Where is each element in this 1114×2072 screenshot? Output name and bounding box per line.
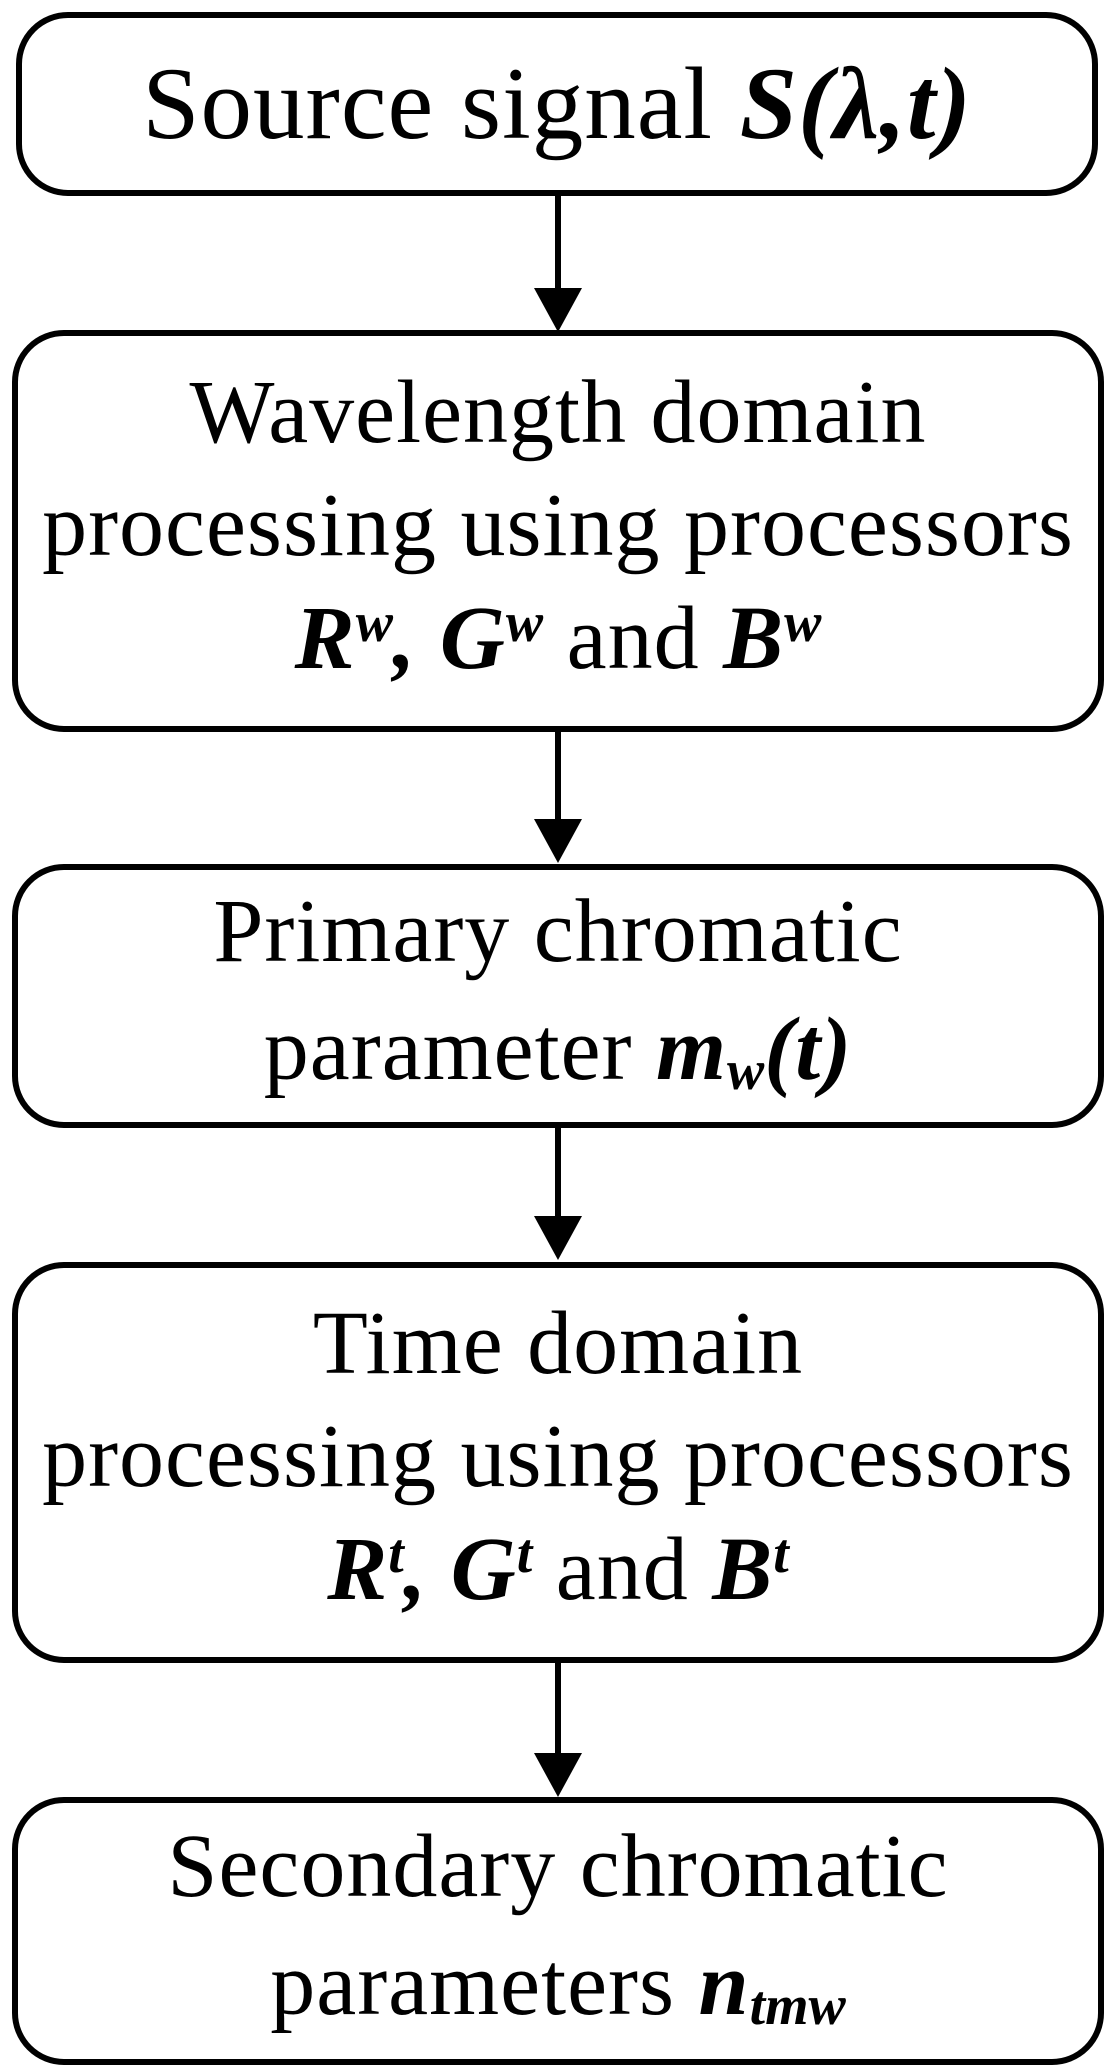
text-run: B bbox=[723, 588, 785, 688]
text-run: Time domain bbox=[312, 1294, 804, 1393]
arrowhead-down-icon bbox=[534, 1216, 582, 1260]
text-run: S(λ,t) bbox=[739, 46, 972, 161]
node-time-domain-processing: Time domain processing using processors … bbox=[12, 1262, 1104, 1663]
arrowhead-down-icon bbox=[534, 288, 582, 332]
text-run: m bbox=[656, 999, 728, 1099]
text-run: t bbox=[773, 1523, 789, 1586]
node-label-line: Rt, Gt and Bt bbox=[327, 1513, 789, 1638]
text-run: t bbox=[516, 1523, 533, 1586]
node-label-line: parameter mw(t) bbox=[264, 991, 852, 1120]
text-run: w bbox=[505, 591, 544, 654]
node-label-line: Secondary chromatic bbox=[167, 1808, 948, 1926]
node-wavelength-domain-processing: Wavelength domain processing using proce… bbox=[12, 330, 1104, 732]
text-run: R bbox=[294, 588, 356, 688]
text-run: Source signal bbox=[142, 46, 740, 161]
text-run: G bbox=[450, 1520, 517, 1619]
arrow-shaft bbox=[555, 1663, 561, 1753]
text-run: and bbox=[543, 588, 724, 688]
arrowhead-down-icon bbox=[534, 819, 582, 863]
node-label-line: Primary chromatic bbox=[213, 873, 902, 991]
arrow-shaft bbox=[555, 732, 561, 819]
node-secondary-chromatic-parameters: Secondary chromatic parameters ntmw bbox=[12, 1797, 1104, 2065]
text-run: G bbox=[439, 588, 506, 688]
node-label-line: Wavelength domain bbox=[189, 356, 926, 469]
node-label-line: Rw, Gw and Bw bbox=[295, 582, 822, 707]
text-run: w bbox=[727, 1039, 765, 1102]
arrow-shaft bbox=[555, 196, 561, 288]
text-run: Wavelength domain bbox=[189, 362, 927, 462]
node-label-line: Time domain bbox=[313, 1287, 803, 1400]
text-run: R bbox=[327, 1520, 389, 1619]
node-primary-chromatic-parameter: Primary chromatic parameter mw(t) bbox=[12, 864, 1104, 1128]
text-run: parameter bbox=[263, 999, 657, 1099]
text-run: t bbox=[388, 1523, 404, 1586]
arrow-time-to-secondary bbox=[534, 1663, 582, 1797]
node-source-signal: Source signal S(λ,t) bbox=[16, 12, 1098, 196]
text-run: processing using processors bbox=[42, 1407, 1074, 1506]
text-run: tmw bbox=[749, 1974, 846, 2037]
text-run: and bbox=[532, 1520, 713, 1619]
text-run: Secondary chromatic bbox=[167, 1816, 949, 1916]
arrow-source-to-wavelength bbox=[534, 196, 582, 332]
arrow-shaft bbox=[555, 1127, 561, 1216]
text-run: n bbox=[698, 1934, 750, 2034]
text-run: processing using processors bbox=[42, 475, 1074, 575]
text-run: w bbox=[355, 591, 393, 654]
text-run: parameters bbox=[270, 1934, 699, 2034]
node-label-line: processing using processors bbox=[42, 1400, 1074, 1513]
node-label-line: parameters ntmw bbox=[270, 1926, 845, 2055]
text-run: (t) bbox=[764, 999, 853, 1099]
text-run: B bbox=[712, 1520, 774, 1619]
text-run: w bbox=[784, 591, 822, 654]
text-run: , bbox=[403, 1520, 451, 1619]
text-run: Primary chromatic bbox=[213, 881, 903, 981]
arrow-wavelength-to-primary bbox=[534, 732, 582, 863]
node-label-line: processing using processors bbox=[42, 469, 1074, 582]
arrowhead-down-icon bbox=[534, 1753, 582, 1797]
arrow-primary-to-time bbox=[534, 1127, 582, 1260]
text-run: , bbox=[392, 588, 440, 688]
node-label-line: Source signal S(λ,t) bbox=[142, 46, 972, 161]
